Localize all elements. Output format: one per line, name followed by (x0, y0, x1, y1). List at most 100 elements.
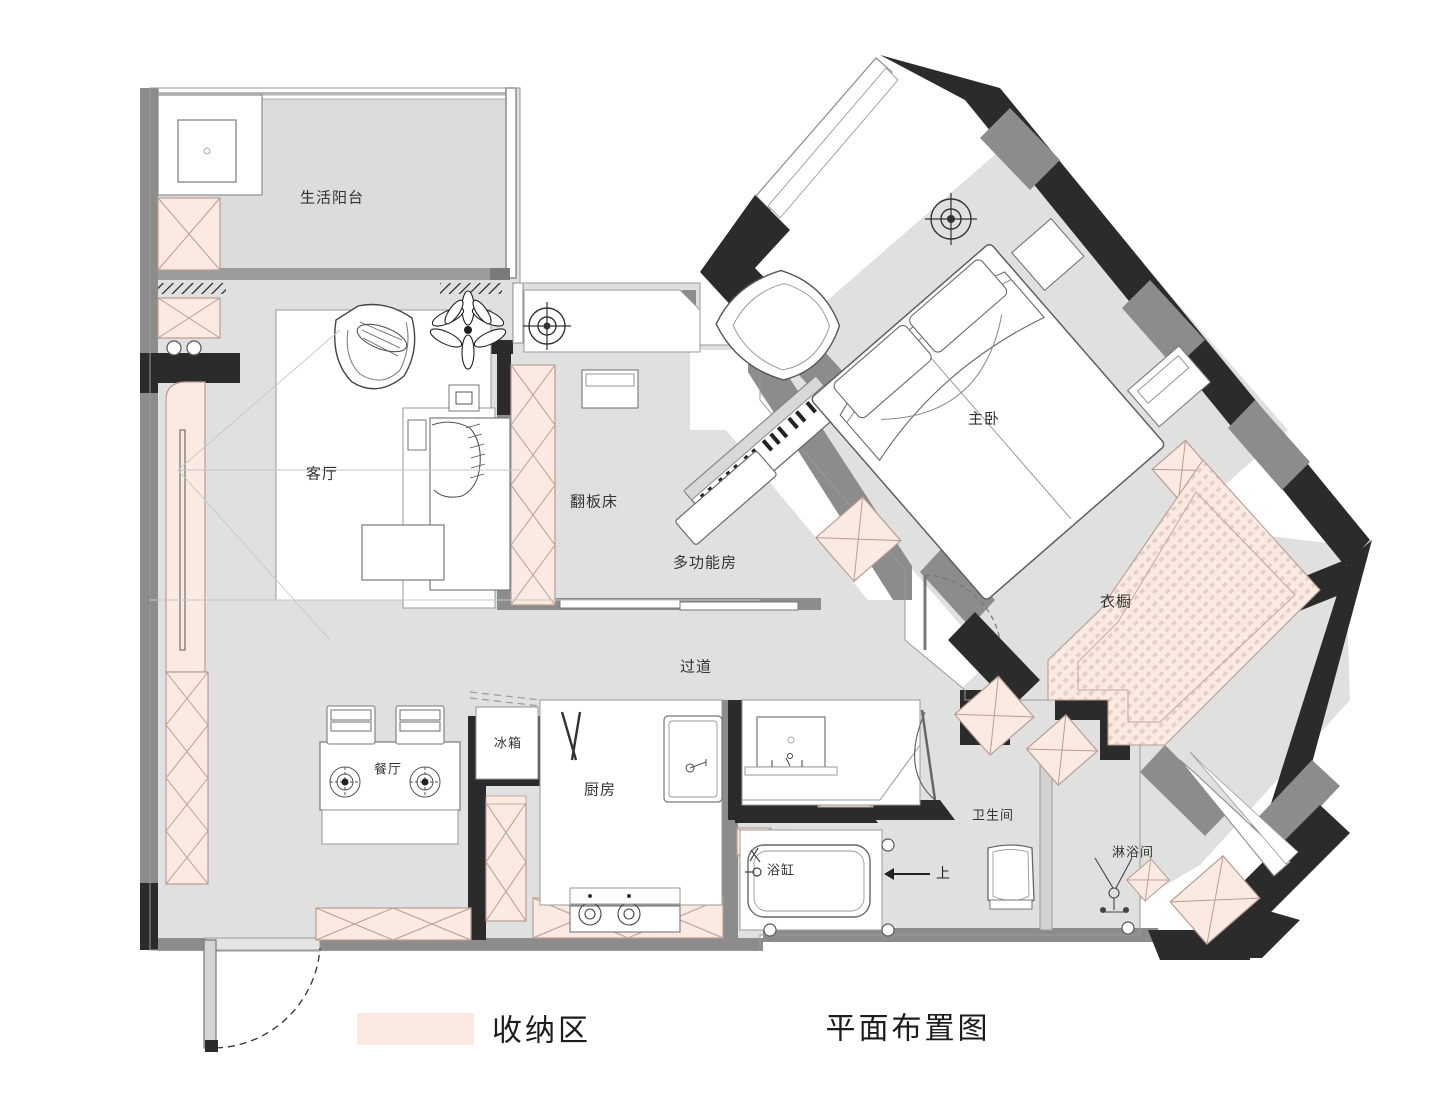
storage-murphy-strip (510, 364, 556, 606)
wall-balcony-bottom-pier (490, 268, 510, 280)
storage-mf-angled (815, 496, 902, 583)
dining-set (319, 705, 461, 845)
toilet (987, 844, 1035, 910)
round-chair (715, 269, 841, 381)
room-label-layer: 生活阳台 客厅 翻板床 多功能房 过道 主卧 衣橱 餐厅 冰箱 厨房 卫生间 浴… (300, 189, 1154, 883)
room-label-multifunction: 多功能房 (673, 554, 737, 572)
drain-3 (763, 923, 777, 937)
room-label-bathtub: 浴缸 (767, 863, 795, 879)
wall-master-s-dark (948, 612, 1040, 707)
mf-upper-white (523, 289, 701, 353)
room-label-kitchen: 厨房 (584, 781, 616, 799)
shower-window-glass-1 (1179, 759, 1291, 877)
curtain-marks (158, 283, 502, 294)
nightstand (1011, 217, 1085, 292)
storage-kitchen-side (485, 795, 527, 805)
wall-shower-s-dark2 (1160, 905, 1300, 958)
sofa (407, 417, 511, 591)
wall-bath-top-2 (735, 805, 878, 823)
wall-shower-ne (1140, 745, 1230, 836)
sliding-doors (559, 599, 799, 611)
storage-balcony-1 (157, 197, 221, 271)
wall-service-dark (140, 353, 240, 383)
kitchen-fixtures (469, 691, 723, 933)
storage-living-strip (165, 381, 206, 673)
ceiling-light-icon-1 (523, 302, 571, 350)
room-label-fridge: 冰箱 (494, 736, 522, 752)
storage-corridor-1 (953, 675, 1035, 756)
wall-left-mid (140, 393, 158, 883)
bedroom-door (923, 574, 1001, 650)
ceiling-light-icon-2 (925, 193, 977, 245)
wall-ne-mid-2 (1122, 280, 1205, 368)
storage-bottom-left (315, 907, 472, 941)
piano-bench (675, 451, 777, 545)
wall-left-upper (140, 88, 158, 353)
room-label-dining: 餐厅 (374, 762, 402, 778)
master-window-glass-2 (767, 67, 899, 219)
guide-lines (150, 329, 760, 641)
up-arrow-icon (884, 868, 930, 880)
room-label-balcony: 生活阳台 (300, 189, 364, 207)
storage-shower (1169, 855, 1261, 945)
room-outlines (149, 87, 1141, 951)
wall-ne-mid-3 (1228, 400, 1310, 490)
storage-shower-2 (1126, 858, 1170, 902)
wall-bath-left (728, 700, 742, 820)
dresser (1126, 345, 1212, 428)
balcony-right-glass (505, 87, 517, 279)
page-title: 平面布置图 (826, 1012, 991, 1047)
tub-faucet (745, 847, 762, 877)
legend-swatch (357, 1013, 474, 1045)
balcony-window-outer (157, 87, 509, 94)
wall-kitchen-left (468, 795, 486, 940)
master-bedroom-furniture (715, 217, 1212, 600)
shower-window (1179, 751, 1299, 877)
furniture-layer (150, 119, 1212, 1052)
desk-chair (581, 369, 639, 409)
wall-master-s (920, 545, 995, 627)
drain-1 (881, 838, 895, 852)
room-label-corridor: 过道 (680, 658, 712, 676)
tv-unit (448, 384, 480, 412)
storage-corridor-2 (1025, 713, 1099, 787)
bathroom-fixtures (744, 709, 1135, 937)
room-label-master-bed: 主卧 (968, 410, 1000, 428)
sink-knob-2 (186, 340, 202, 356)
wall-shower-se-dark (1235, 805, 1350, 920)
entry-door-opening (204, 937, 321, 952)
wall-left-dark-2 (140, 883, 158, 950)
storage-balcony-2 (157, 297, 221, 339)
wall-wardrobe-e-dark (1262, 540, 1372, 845)
master-window-band (755, 57, 899, 219)
shower-window-glass-2 (1189, 751, 1299, 865)
wall-balcony-bottom (158, 268, 508, 280)
entry-door (203, 939, 321, 1052)
coffee-table (361, 524, 445, 581)
room-label-murphy-bed: 翻板床 (570, 493, 618, 511)
wall-mf-upper-glass (512, 282, 524, 344)
room-label-shower: 淋浴间 (1112, 846, 1154, 861)
legend-group: 收纳区 (357, 1013, 591, 1049)
storage-kitchen-left (485, 802, 527, 922)
storage-left-lower (165, 671, 209, 885)
bathroom-door (914, 709, 937, 801)
shower-head (1094, 857, 1133, 914)
fridge-box (475, 706, 539, 780)
washing-machine (177, 119, 237, 183)
room-label-wardrobe: 衣橱 (1100, 593, 1132, 611)
legend-label: 收纳区 (492, 1014, 591, 1049)
room-label-living: 客厅 (306, 465, 338, 483)
room-label-bathroom: 卫生间 (972, 809, 1014, 824)
drain-2 (881, 923, 895, 937)
armchair (334, 303, 416, 390)
sink-knob-1 (166, 340, 182, 356)
master-window-glass-1 (755, 57, 893, 211)
up-arrow-label: 上 (936, 866, 950, 882)
plant-icon (429, 290, 507, 370)
wardrobe-hatch-area (1047, 459, 1321, 746)
wall-mf-left-dark (497, 345, 511, 415)
drain-4 (1121, 921, 1135, 935)
